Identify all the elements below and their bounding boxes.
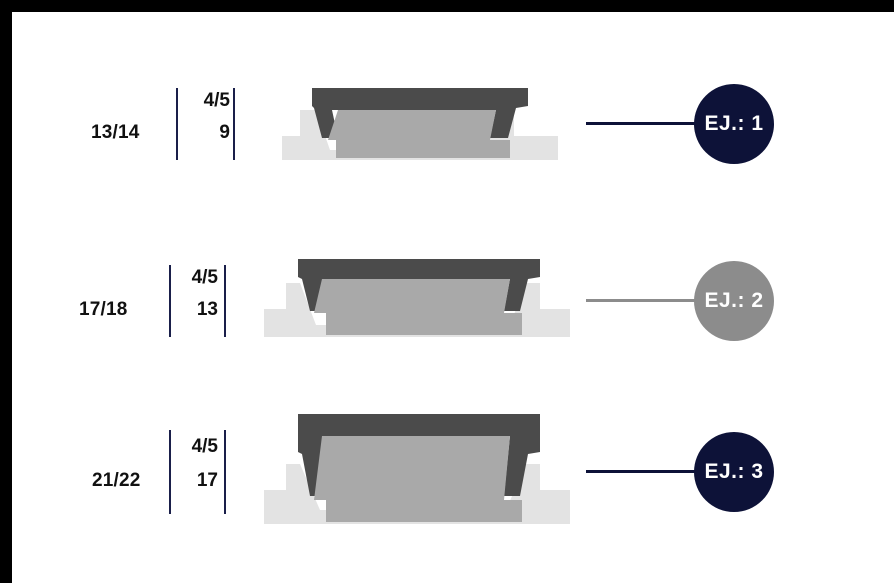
row-1: 13/14 4/5 9 EJ.: 1 (12, 70, 894, 200)
connector-line (586, 470, 706, 473)
fraction-top: 4/5 (191, 436, 218, 457)
badge-ej-2: EJ.: 2 (694, 261, 774, 341)
gasket-cap-dark (298, 414, 540, 496)
fraction-top: 4/5 (191, 267, 218, 288)
gasket-core-mid (314, 436, 522, 522)
right-bracket (224, 265, 226, 337)
row-2: 17/18 4/5 13 EJ.: 2 (12, 247, 894, 377)
badge-ej-1: EJ.: 1 (694, 84, 774, 164)
gasket-core-mid (328, 110, 510, 158)
connector-line (586, 122, 706, 125)
right-bracket (224, 430, 226, 514)
left-bracket (169, 430, 171, 514)
fraction-top: 4/5 (203, 90, 230, 111)
gasket-profile-3 (264, 414, 570, 524)
size-label: 17/18 (79, 299, 128, 320)
fraction-bottom: 9 (219, 122, 230, 143)
fraction-bottom: 17 (196, 470, 218, 491)
right-bracket (233, 88, 235, 160)
diagram-frame: 13/14 4/5 9 EJ.: 1 17/18 4/5 13 EJ.: 2 2… (12, 12, 894, 583)
badge-ej-3: EJ.: 3 (694, 432, 774, 512)
left-bracket (169, 265, 171, 337)
gasket-profile-1 (282, 88, 558, 160)
left-bracket (176, 88, 178, 160)
gasket-cap-dark (298, 259, 540, 311)
size-label: 13/14 (91, 122, 140, 143)
fraction-bottom: 13 (196, 299, 218, 320)
size-label: 21/22 (92, 470, 141, 491)
gasket-core-mid (314, 279, 522, 335)
connector-line (586, 299, 706, 302)
gasket-profile-2 (264, 259, 570, 337)
gasket-cap-dark (312, 88, 528, 138)
row-3: 21/22 4/5 17 EJ.: 3 (12, 412, 894, 542)
